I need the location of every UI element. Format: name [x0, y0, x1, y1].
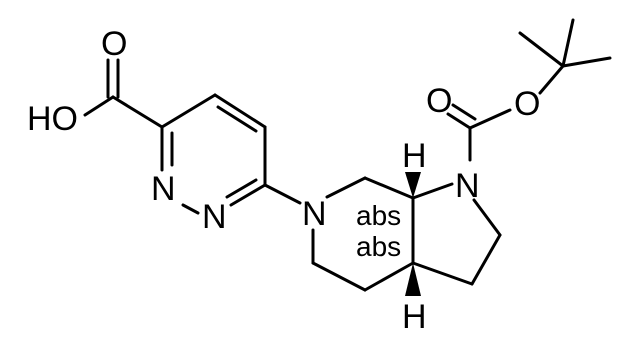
piperidine-ring — [311, 176, 415, 292]
boc-group — [446, 18, 612, 162]
bond-c4-c5 — [213, 93, 267, 129]
bond-ccarb-o-double-a — [446, 112, 472, 130]
bond-cq-me-right — [561, 56, 612, 68]
carbamate-oxygen-single-label: O — [514, 85, 540, 123]
bond-c4-c5-inner — [216, 105, 258, 133]
stereo-wedge-top — [405, 172, 421, 198]
bond-c3-cacid — [111, 95, 164, 129]
bond-c6-n1-inner — [225, 178, 258, 199]
bond-ccarb-o-double-b — [451, 103, 477, 121]
carboxyl-oxygen-double-label: O — [101, 25, 127, 63]
bond-npip-ch2-top — [325, 176, 367, 199]
stereo-annotation-abs-2: abs — [356, 231, 401, 262]
bond-c3a-ch2-bottom — [363, 261, 415, 292]
carboxylic-acid-group — [83, 58, 164, 129]
carboxyl-hydroxyl-label: HO — [27, 100, 78, 138]
bond-ch2-ch2-left — [311, 261, 367, 292]
stereo-annotation-abs-1: abs — [356, 200, 401, 231]
bond-ch2-ch2 — [470, 233, 502, 286]
pyrrolidine-ring — [411, 182, 502, 286]
bond-c6-n1 — [229, 183, 267, 207]
bond-cacid-oh — [83, 95, 115, 117]
bond-c6-npip — [263, 183, 302, 205]
bond-ccarb-o-single — [468, 108, 512, 130]
bond-cq-me-left — [518, 31, 565, 68]
carbamate-oxygen-double-label: O — [426, 82, 452, 120]
bond-n1-n2 — [181, 203, 200, 215]
stereo-hydrogen-top-label: H — [402, 137, 427, 175]
pyrrolidine-nitrogen-label: N — [455, 167, 480, 205]
bond-cq-me-top — [561, 18, 575, 68]
bond-npyr-ch2 — [472, 198, 502, 237]
piperidine-nitrogen-label: N — [302, 195, 327, 233]
bond-o-cq — [538, 64, 565, 95]
stereo-wedge-bottom — [405, 263, 421, 296]
bond-c7a-npyr — [411, 182, 454, 200]
bond-ch2-c3a — [411, 261, 474, 286]
pyridazine-ring — [160, 93, 267, 215]
bond-c3-c4 — [160, 93, 217, 129]
pyridazine-nitrogen-left-label: N — [151, 170, 176, 208]
pyridazine-nitrogen-right-label: N — [202, 198, 227, 236]
bond-ch2-c7a — [363, 176, 415, 200]
stereo-hydrogen-bottom-label: H — [402, 298, 427, 336]
